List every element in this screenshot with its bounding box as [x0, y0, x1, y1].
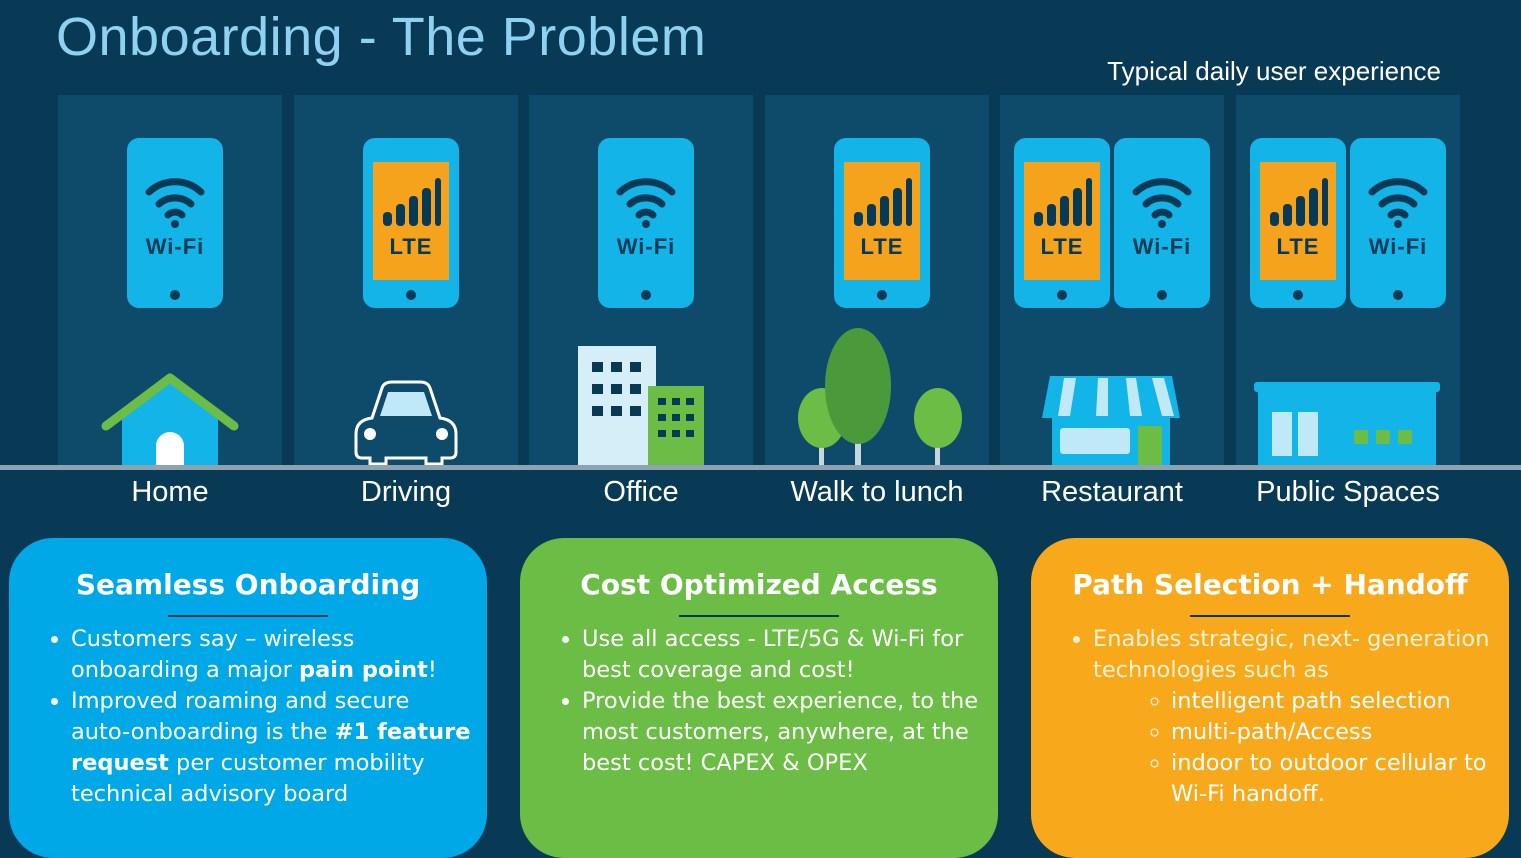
signal-bars-icon: [1270, 178, 1328, 226]
storefront-icon: [1042, 376, 1180, 468]
card-title: Path Selection + Handoff: [1072, 568, 1468, 601]
connection-label: LTE: [860, 234, 904, 259]
location-label-office: Office: [603, 476, 679, 508]
sub-bullet-item: intelligent path selection: [1171, 686, 1493, 717]
location-label-public: Public Spaces: [1256, 476, 1440, 508]
home-button-dot: [877, 290, 887, 300]
home-button-dot: [1057, 290, 1067, 300]
connection-label: LTE: [389, 234, 433, 259]
lte-phone-icon: LTE: [363, 138, 459, 308]
card-divider: [168, 615, 328, 617]
home-button-dot: [1393, 290, 1403, 300]
signal-bars-icon: [854, 178, 912, 226]
public-building-icon: [1254, 382, 1440, 468]
trees-icon: [798, 328, 962, 466]
car-icon: [354, 380, 458, 466]
home-button-dot: [170, 290, 180, 300]
home-button-dot: [406, 290, 416, 300]
lte-phone-icon: LTE: [1014, 138, 1110, 308]
connection-label: Wi-Fi: [1368, 234, 1428, 259]
card-seamless-onboarding: Seamless Onboarding Customers say – wire…: [9, 538, 487, 858]
location-label-restaurant: Restaurant: [1041, 476, 1183, 508]
home-button-dot: [1293, 290, 1303, 300]
bullet-item: Provide the best experience, to the most…: [582, 686, 982, 779]
wifi-icon: [1368, 178, 1428, 228]
ground-line: [0, 465, 1521, 470]
wifi-phone-icon: Wi-Fi: [127, 138, 223, 308]
office-building-icon: [578, 346, 704, 466]
wifi-icon: [616, 178, 676, 228]
page-title: Onboarding - The Problem: [56, 7, 707, 67]
location-label-driving: Driving: [360, 476, 452, 508]
card-divider: [679, 615, 839, 617]
connection-label: LTE: [1040, 234, 1084, 259]
page-subtitle: Typical daily user experience: [1107, 56, 1441, 86]
lte-phone-icon: LTE: [834, 138, 930, 308]
sub-bullet-list: intelligent path selection multi-path/Ac…: [1093, 686, 1493, 810]
location-label-walk: Walk to lunch: [790, 476, 964, 508]
bullet-item: Improved roaming and secure auto-onboard…: [71, 686, 471, 810]
connection-label: Wi-Fi: [1132, 234, 1192, 259]
wifi-phone-icon: Wi-Fi: [1114, 138, 1210, 308]
connection-label: Wi-Fi: [145, 234, 205, 259]
card-title: Seamless Onboarding: [75, 568, 421, 601]
connection-label: Wi-Fi: [616, 234, 676, 259]
house-icon: [101, 373, 239, 466]
location-label-home: Home: [131, 476, 209, 508]
card-bullet-list: Use all access - LTE/5G & Wi-Fi for best…: [548, 624, 982, 779]
card-cost-optimized-access: Cost Optimized Access Use all access - L…: [520, 538, 998, 858]
bullet-item: Enables strategic, next- generation tech…: [1093, 624, 1493, 686]
card-title: Cost Optimized Access: [580, 568, 938, 601]
home-button-dot: [641, 290, 651, 300]
wifi-icon: [1132, 178, 1192, 228]
card-divider: [1190, 615, 1350, 617]
sub-bullet-item: indoor to outdoor cellular to Wi-Fi hand…: [1171, 748, 1493, 810]
lte-phone-icon: LTE: [1250, 138, 1346, 308]
wifi-icon: [145, 178, 205, 228]
wifi-phone-icon: Wi-Fi: [598, 138, 694, 308]
connection-label: LTE: [1276, 234, 1320, 259]
card-path-selection-handoff: Path Selection + Handoff Enables strateg…: [1031, 538, 1509, 858]
signal-bars-icon: [383, 178, 441, 226]
home-button-dot: [1157, 290, 1167, 300]
bullet-item: Use all access - LTE/5G & Wi-Fi for best…: [582, 624, 982, 686]
sub-bullet-item: multi-path/Access: [1171, 717, 1493, 748]
bullet-item: Customers say – wireless onboarding a ma…: [71, 624, 471, 686]
signal-bars-icon: [1034, 178, 1092, 226]
card-bullet-list: Customers say – wireless onboarding a ma…: [37, 624, 471, 810]
card-bullet-list: Enables strategic, next- generation tech…: [1059, 624, 1493, 810]
wifi-phone-icon: Wi-Fi: [1350, 138, 1446, 308]
